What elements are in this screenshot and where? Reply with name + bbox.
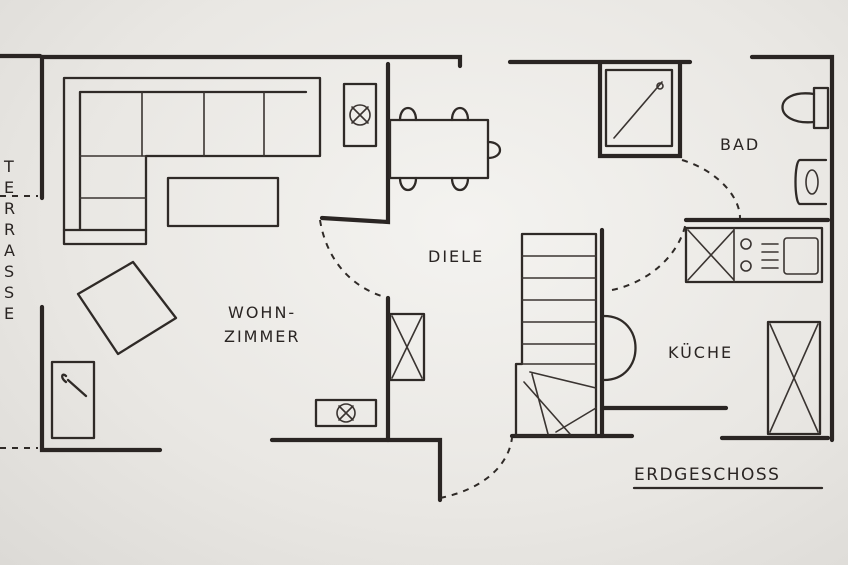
living-room-label-line2: ZIMMER: [224, 327, 301, 346]
interior-walls: [319, 61, 831, 443]
side-table: [50, 360, 96, 440]
terrace-letter: E: [4, 178, 16, 197]
kitchen-label: KÜCHE: [668, 343, 733, 362]
terrace-letter: R: [4, 220, 17, 239]
door-swings: [319, 159, 741, 499]
sofa: [62, 76, 322, 246]
shower: [604, 68, 674, 148]
toilet: [781, 86, 830, 130]
coffee-table: [166, 176, 280, 228]
exterior-walls: [0, 53, 835, 503]
terrace-letter: R: [4, 199, 17, 218]
stove-top: [342, 82, 378, 148]
kitchen-cabinet: [766, 320, 822, 436]
terrace-letter: A: [4, 241, 17, 260]
stove-bottom: [314, 398, 378, 428]
armchair-rug: [76, 260, 178, 356]
cabinet-hall: [388, 312, 426, 382]
terrace-letter: S: [4, 283, 16, 302]
kitchen-counter: [684, 226, 824, 284]
terrace-letter: E: [4, 304, 16, 323]
terrace-letter: S: [4, 262, 16, 281]
drawing-title: ERDGESCHOSS: [634, 465, 780, 485]
kitchen-table: [602, 314, 637, 382]
washbasin: [794, 158, 828, 206]
terrace-letter: T: [3, 157, 16, 176]
bath-label: BAD: [720, 135, 760, 154]
hall-label: DIELE: [428, 247, 484, 266]
living-room-label-line1: WOHN-: [228, 303, 296, 322]
staircase: [514, 232, 598, 438]
terrace-label: T E R R A S S E: [3, 157, 17, 323]
dining-table: [388, 106, 502, 192]
